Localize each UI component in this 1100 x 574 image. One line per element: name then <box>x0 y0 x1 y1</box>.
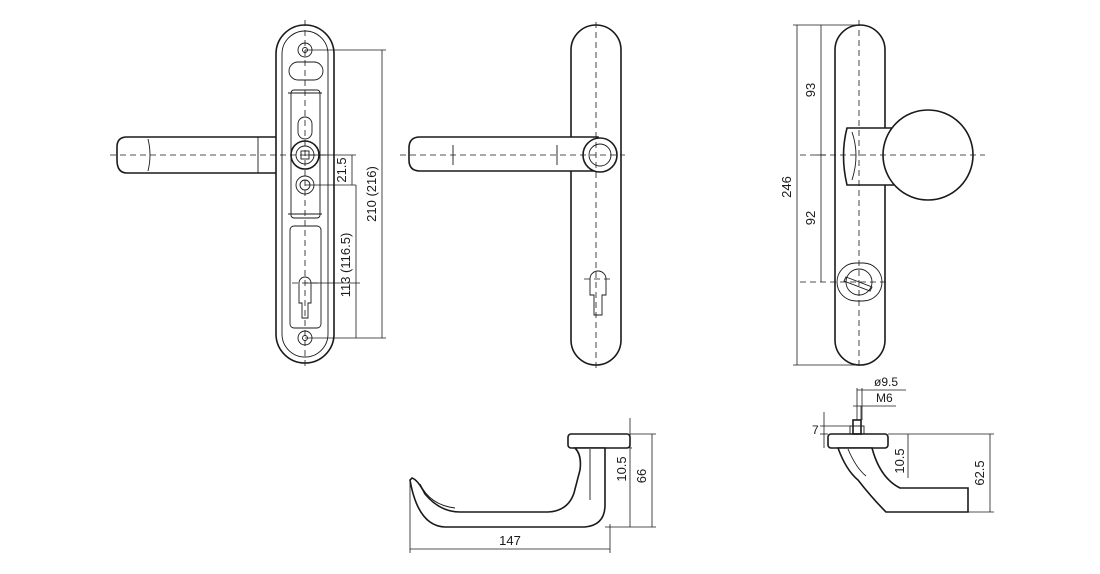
dim-92: 92 <box>803 211 818 225</box>
dim-m6: M6 <box>876 391 893 405</box>
knob-plate-view: 93 92 246 <box>779 20 985 370</box>
dim-147: 147 <box>499 533 521 548</box>
dim-210: 210 (216) <box>364 166 379 222</box>
dim-113: 113 (116.5) <box>338 233 353 298</box>
knob-side-view: ø9.5 M6 7 10.5 62.5 <box>812 375 994 513</box>
lever-side-profile <box>409 447 606 528</box>
dim-21-5: 21.5 <box>334 157 349 182</box>
cylinder-cutout <box>298 276 312 319</box>
dim-7: 7 <box>812 423 819 437</box>
front-plate-view <box>400 22 625 370</box>
front-lever <box>408 136 599 172</box>
knob-sphere <box>882 109 974 201</box>
dim-dia-9-5: ø9.5 <box>874 375 898 389</box>
dim-10-5-knob: 10.5 <box>892 448 907 473</box>
rear-plate-view: 21.5 113 (116.5) 210 (216) <box>110 20 386 368</box>
knob-side-rose <box>827 433 889 449</box>
dim-93: 93 <box>803 83 818 97</box>
front-keyhole <box>589 270 607 316</box>
knob-backplate <box>834 24 886 366</box>
knob-side-profile <box>836 447 969 513</box>
dim-10-5-lever: 10.5 <box>614 456 629 481</box>
dim-246: 246 <box>779 176 794 198</box>
dim-66: 66 <box>634 469 649 483</box>
lever-side-view: 147 66 10.5 <box>409 418 656 553</box>
lever-rose <box>567 433 631 449</box>
dim-62-5: 62.5 <box>972 460 987 485</box>
